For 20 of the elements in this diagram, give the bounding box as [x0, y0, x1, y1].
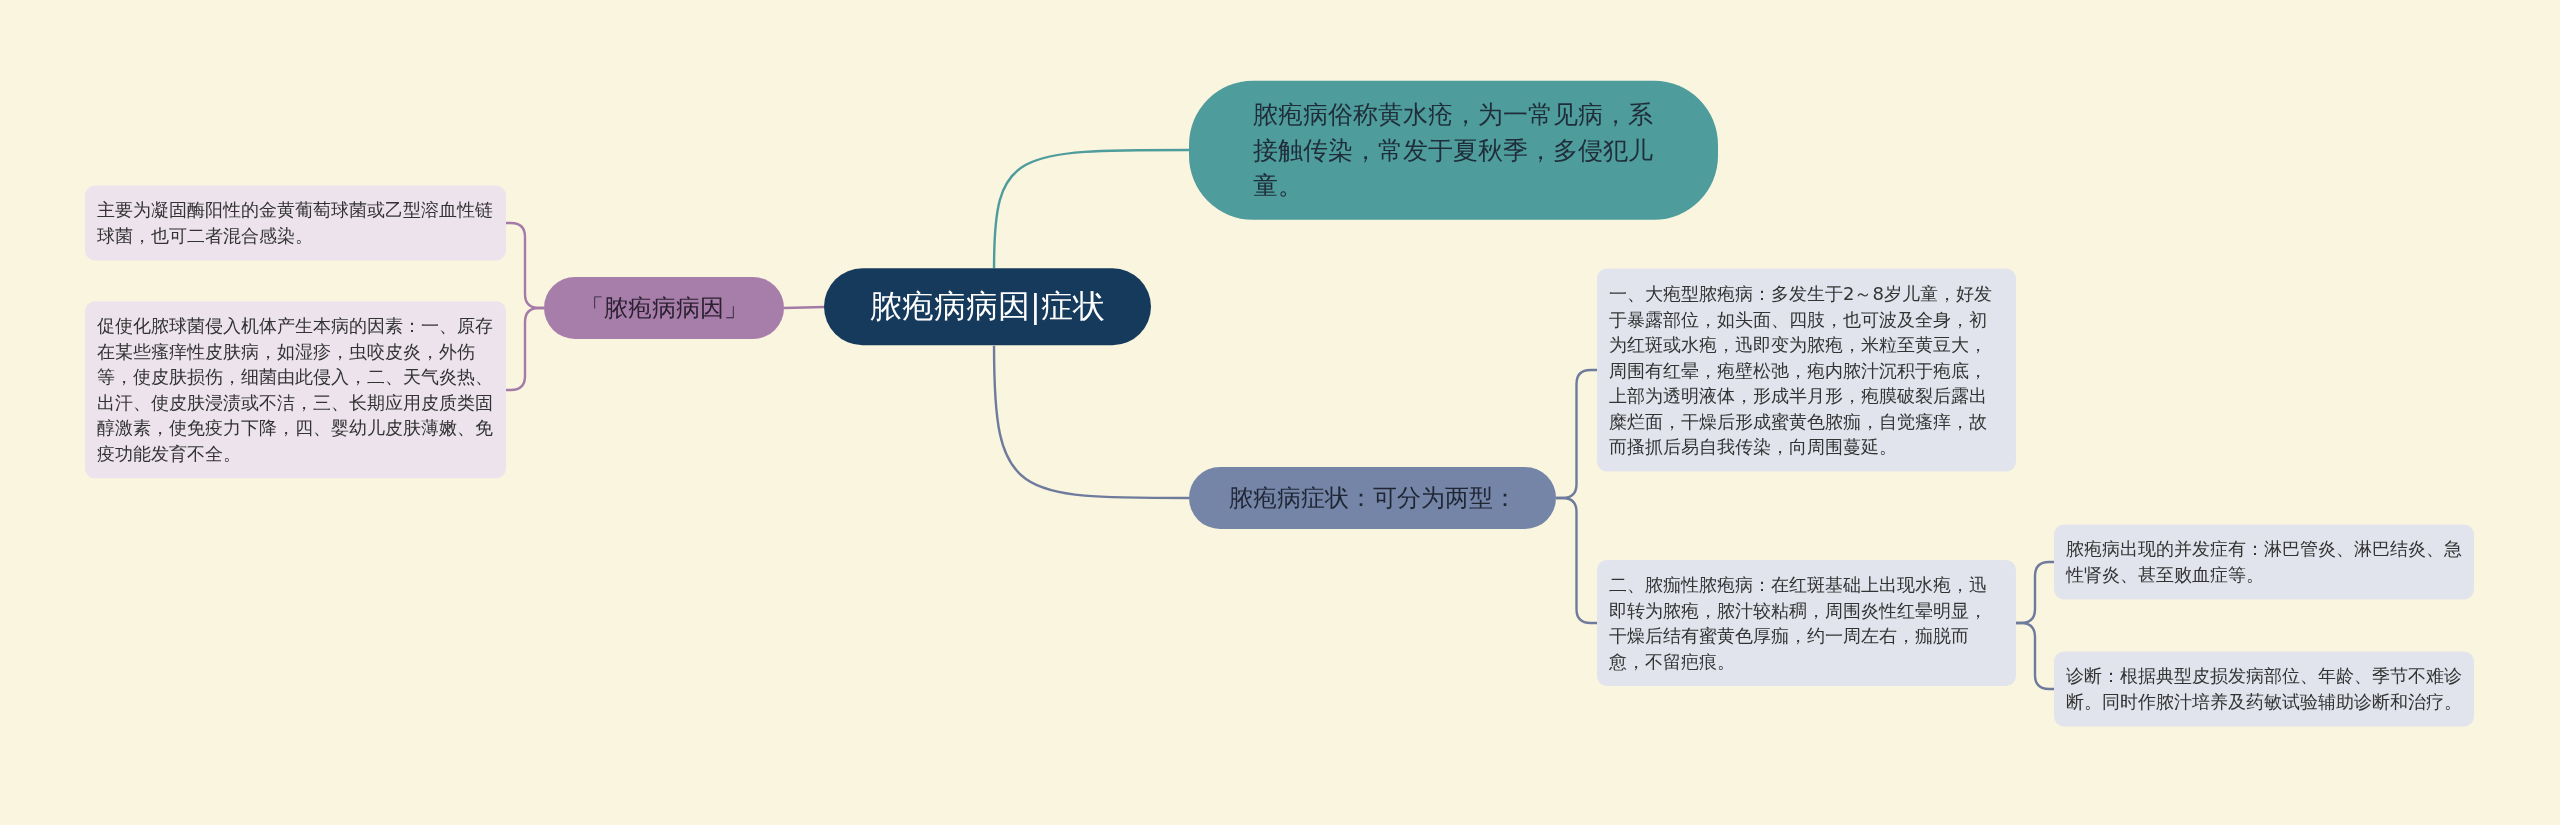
- note-card: [2054, 524, 2474, 600]
- connector-line: [783, 305, 825, 310]
- node-text: 脓疱病出现的并发症有：淋巴管炎、淋巴结炎、急性肾炎、甚至败血症等。: [2066, 537, 2462, 587]
- note-card: [85, 301, 506, 479]
- note-card: [2054, 651, 2474, 727]
- note-card: [85, 185, 506, 261]
- node-text: 二、脓痂性脓疱病：在红斑基础上出现水疱，迅即转为脓疱，脓汁较粘稠，周围炎性红晕明显，干燥后结有蜜黄色厚痂，约一周左右，痂脱而愈，不留疤痕。: [1609, 572, 1988, 674]
- note-card: [1597, 559, 2016, 687]
- node-text: 脓疱病病因|症状: [869, 286, 1106, 328]
- node-text: 诊断：根据典型皮损发病部位、年龄、季节不难诊断。同时作脓汁培养及药敏试验辅助诊断和治疗。: [2066, 664, 2462, 714]
- connector-line: [1556, 496, 1597, 625]
- note-card: [1597, 268, 2016, 472]
- node-text: 促使化脓球菌侵入机体产生本病的因素：一、原存在某些瘙痒性皮肤病，如湿疹，虫咬皮炎，外伤等，使皮肤损伤，细菌由此侵入，二、天气炎热、出汗、使皮肤浸渍或不洁，三、长期应用皮质类固醇激素，使免疫力下降，四、婴幼儿皮肤薄嫩、免疫功能发育不全。: [97, 314, 494, 467]
- node-text: 脓疱病俗称黄水疮，为一常见病，系接触传染，常发于夏秋季，多侵犯儿童。: [1253, 98, 1654, 202]
- connector-line: [992, 345, 1189, 500]
- node-text: 一、大疱型脓疱病：多发生于2～8岁儿童，好发于暴露部位，如头面、四肢，也可波及全身，初为红斑或水疱，迅即变为脓疱，米粒至黄豆大，周围有红晕，疱壁松弛，疱内脓汁沉积于疱底，上部为透明液体，形成半月形，疱膜破裂后露出糜烂面，干燥后形成蜜黄色脓痂，自觉瘙痒，故而搔抓后易自我传染，向周围蔓延。: [1609, 281, 1993, 459]
- node-text: 「脓疱病病因」: [579, 292, 749, 324]
- connector-line: [992, 148, 1189, 269]
- node-text: 主要为凝固酶阳性的金黄葡萄球菌或乙型溶血性链球菌，也可二者混合感染。: [97, 198, 494, 248]
- node-text: 脓疱病症状：可分为两型：: [1227, 482, 1518, 514]
